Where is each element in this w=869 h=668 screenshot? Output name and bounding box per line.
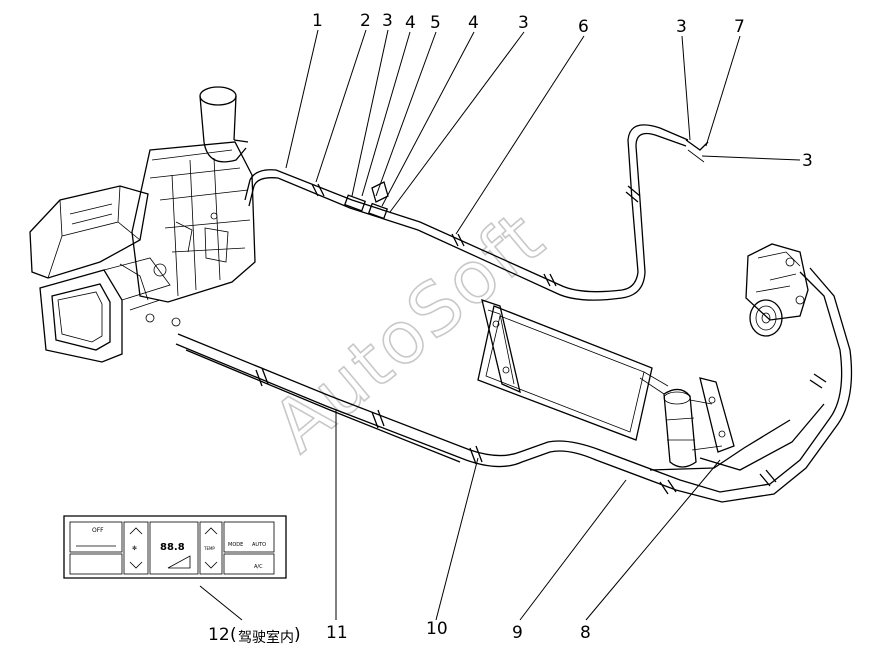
callout-1: 1 xyxy=(312,11,323,31)
panel-temp-label: TEMP xyxy=(203,546,215,551)
callout-10: 10 xyxy=(426,619,448,639)
panel-display-value: 88.8 xyxy=(160,542,185,553)
callout-12-paren-close: ) xyxy=(294,625,301,645)
panel-auto-label: AUTO xyxy=(252,542,266,548)
callout-3-second: 3 xyxy=(518,13,529,33)
callout-4: 4 xyxy=(405,13,416,33)
callout-3-third: 3 xyxy=(676,17,687,37)
callout-8: 8 xyxy=(580,623,591,643)
panel-mode-label: MODE xyxy=(228,542,243,548)
watermark: AutoSoft xyxy=(257,195,560,468)
leader-lines xyxy=(199,29,801,621)
compressor xyxy=(745,243,809,337)
callout-labels: 1 2 3 4 5 4 3 6 3 7 3 12 ( 驾驶室内 ) 11 10 … xyxy=(208,11,813,646)
callout-3-fourth: 3 xyxy=(802,151,813,171)
callout-12-paren-open: ( xyxy=(230,625,237,645)
panel-ac-label: A/C xyxy=(254,564,263,570)
callout-4-second: 4 xyxy=(468,13,479,33)
pipes xyxy=(175,124,853,503)
condenser xyxy=(477,299,653,441)
receiver-drier xyxy=(639,371,735,468)
callout-12-caption: 驾驶室内 xyxy=(238,629,294,646)
hvac-unit xyxy=(29,86,256,363)
fan-icon: ✻ xyxy=(132,545,137,552)
callout-2: 2 xyxy=(360,11,371,31)
callout-12: 12 xyxy=(208,625,230,645)
callout-9: 9 xyxy=(512,623,523,643)
callout-5: 5 xyxy=(430,13,441,33)
callout-7: 7 xyxy=(734,17,745,37)
callout-11: 11 xyxy=(326,623,348,643)
callout-6: 6 xyxy=(578,17,589,37)
control-panel: OFF ✻ 88.8 TEMP MODE AUTO A/C xyxy=(63,515,287,579)
panel-off-label: OFF xyxy=(92,527,104,534)
callout-3: 3 xyxy=(382,11,393,31)
